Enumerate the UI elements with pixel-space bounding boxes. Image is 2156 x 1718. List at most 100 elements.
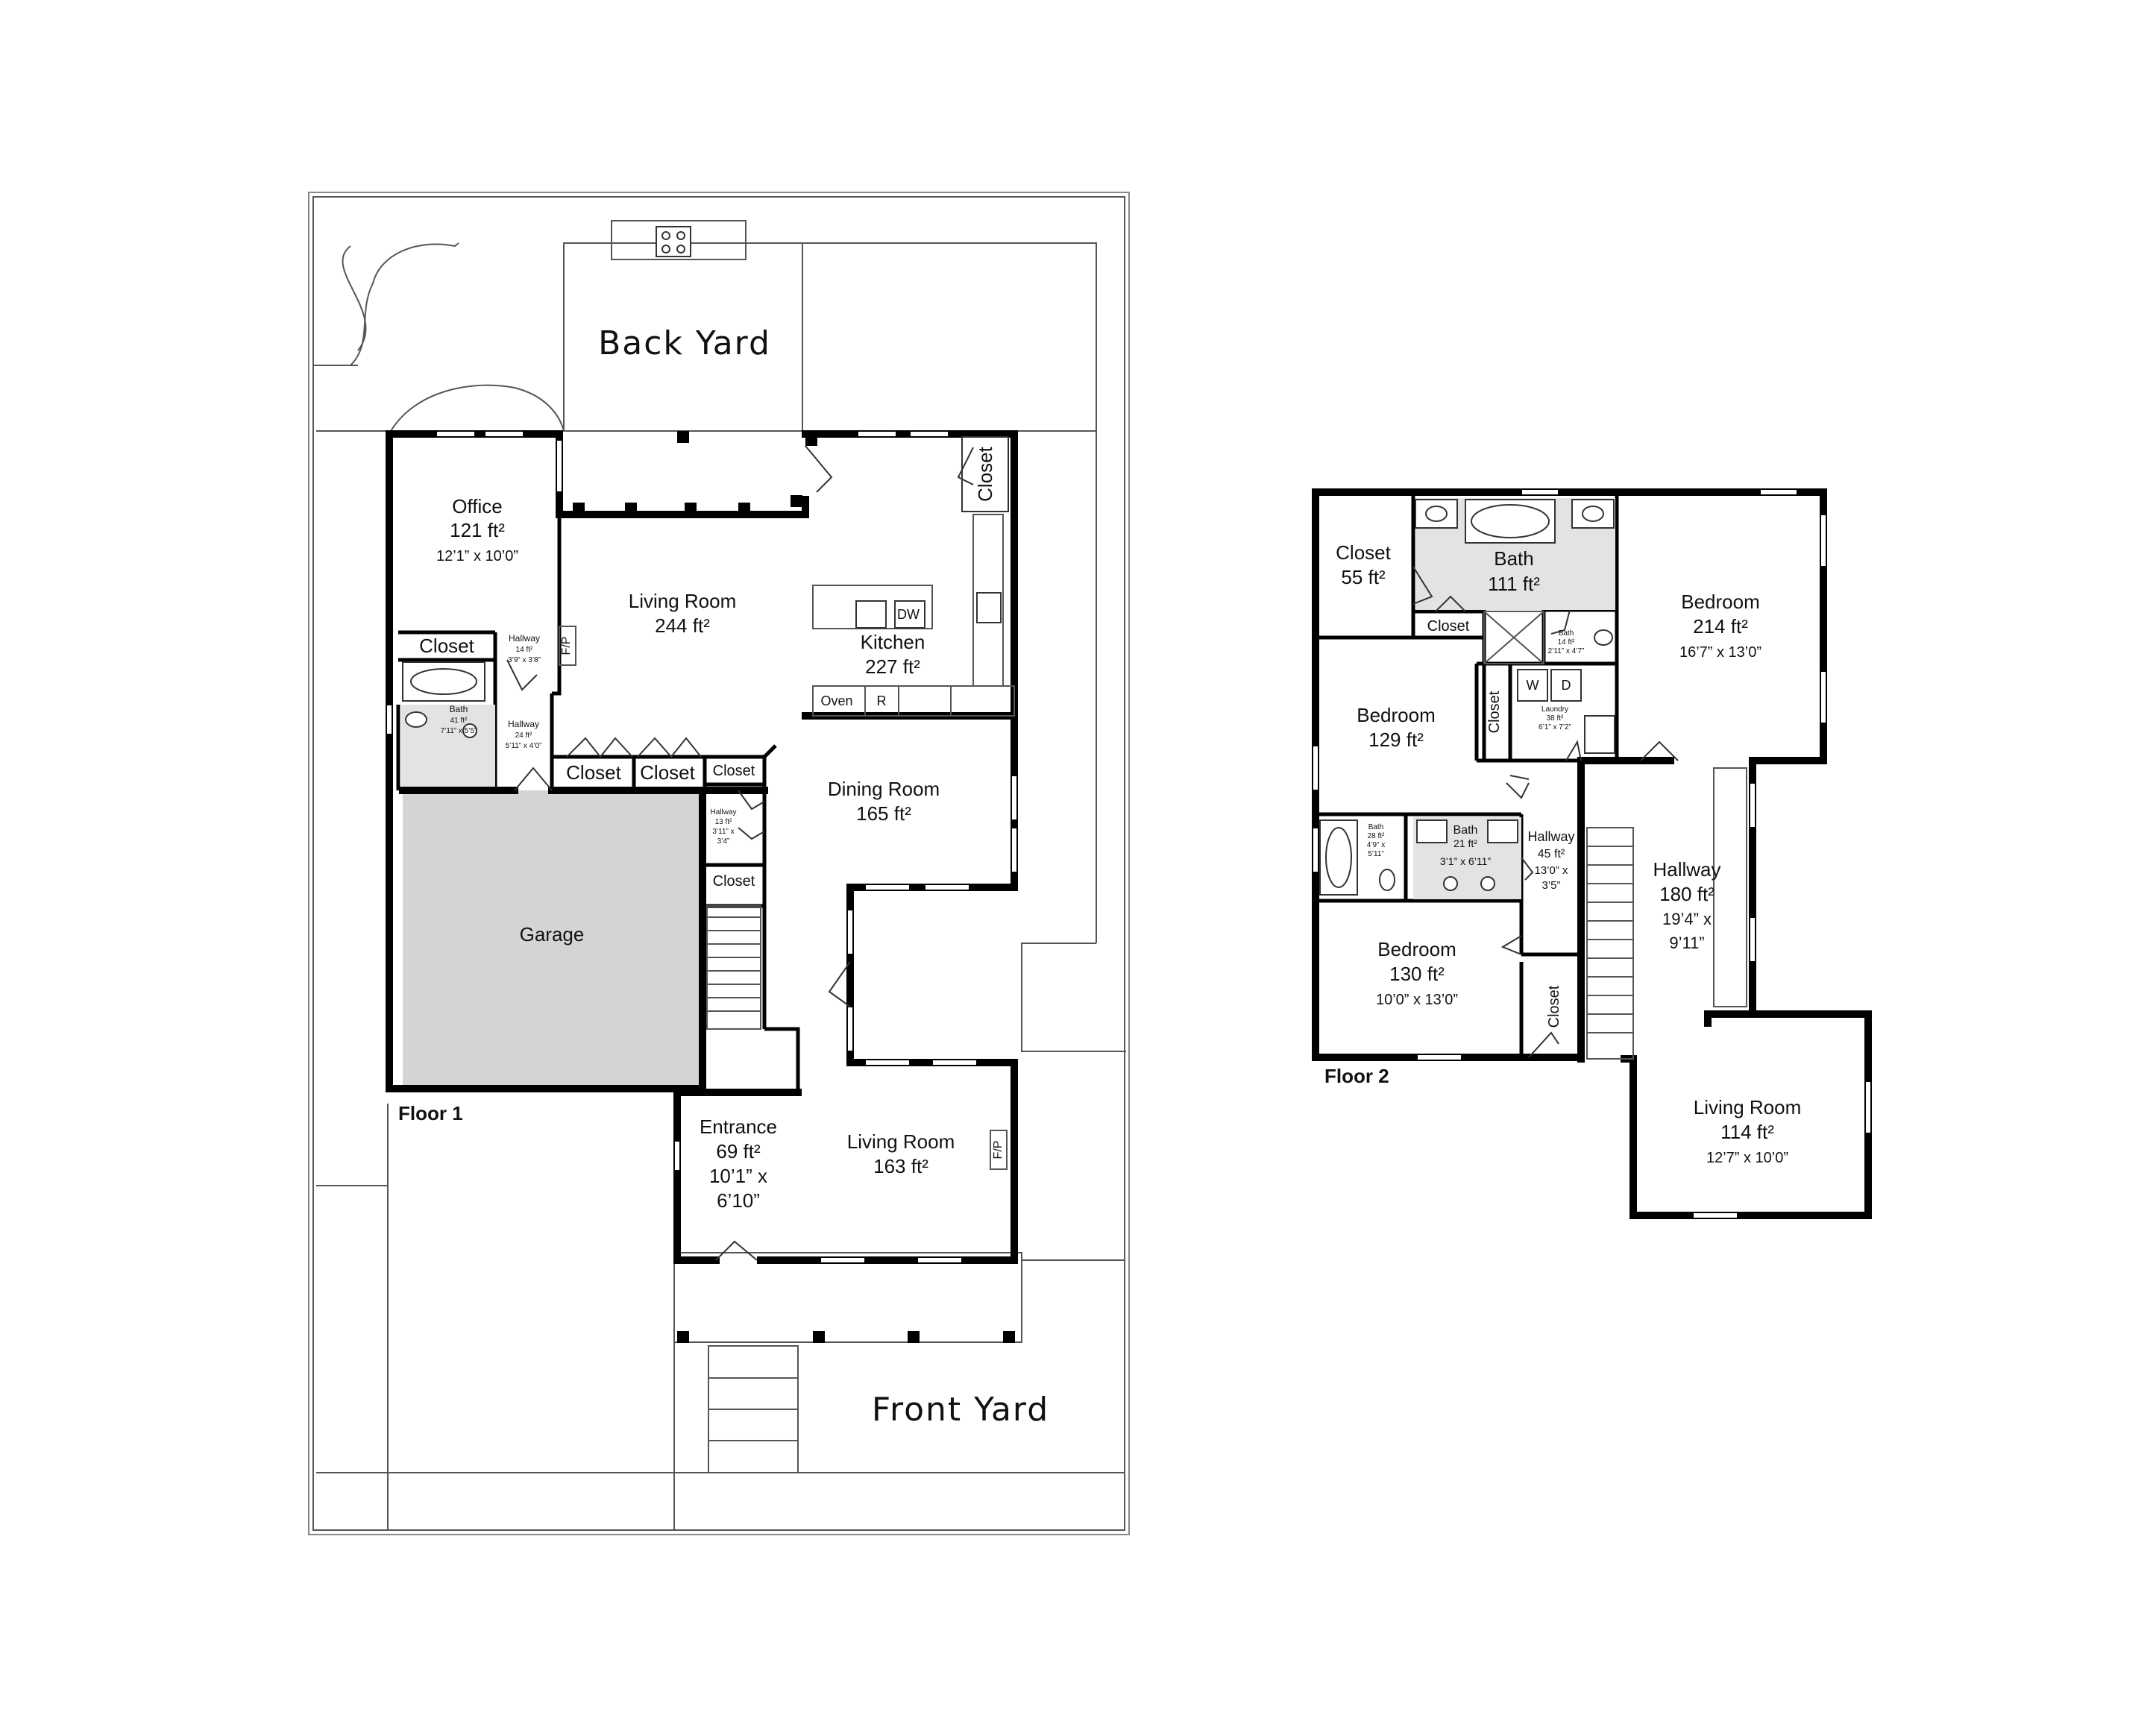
entrance-dim1: 10’1” x (709, 1165, 767, 1187)
hallway-c-area: 13 ft² (715, 818, 732, 826)
washer-label: W (1527, 678, 1539, 693)
hallway-a-name: Hallway (509, 633, 540, 644)
room-kitchen: Kitchen 227 ft² DW Oven R (820, 607, 925, 708)
closet-b-label: Closet (640, 761, 695, 784)
room-living-2: Living Room 114 ft² 12’7” x 10’0” (1694, 1096, 1802, 1166)
room-living-front: Living Room 163 ft² (847, 1130, 955, 1177)
office-dim: 12’1” x 10’0” (436, 548, 518, 564)
dining-name: Dining Room (828, 778, 940, 800)
bath-master-area: 111 ft² (1488, 573, 1540, 595)
closet-low-label: Closet (1546, 985, 1562, 1028)
garage-floor (403, 790, 703, 1087)
floor2-windows (1312, 488, 1872, 1219)
room-hallway-c: Hallway 13 ft² 3’11” x 3’4” (710, 808, 736, 846)
room-bedroom-3: Bedroom 130 ft² 10’0” x 13’0” (1376, 938, 1458, 1008)
bedroom-master-dim: 16’7” x 13’0” (1679, 644, 1761, 661)
back-yard-label: Back Yard (598, 324, 771, 362)
bath-a-name: Bath (1368, 823, 1384, 831)
hallway-c-name: Hallway (710, 808, 736, 816)
room-closet-master: Closet 55 ft² (1336, 541, 1391, 588)
room-bath-small: Bath 14 ft² 2’11” x 4’7” (1548, 629, 1585, 655)
room-bath-master: Bath 111 ft² (1488, 547, 1540, 595)
floor1-windows (386, 430, 1018, 1264)
bedroom-master-area: 214 ft² (1693, 615, 1748, 638)
room-laundry: W D Laundry 38 ft² 6’1” x 7’2” (1527, 678, 1571, 731)
bath1-fixtures (401, 661, 495, 787)
bath-b-name: Bath (1453, 824, 1478, 837)
hallway-small-area: 45 ft² (1538, 848, 1565, 860)
front-yard-label: Front Yard (872, 1391, 1049, 1429)
fireplace-1-label: F/P (560, 637, 573, 655)
bedroom-3-dim: 10’0” x 13’0” (1376, 992, 1458, 1008)
fridge-label: R (877, 693, 887, 708)
bath-1-area: 41 ft² (450, 717, 468, 725)
hallway-small-dim1: 13’0” x (1534, 864, 1568, 877)
hallway-small-dim2: 3’5” (1541, 879, 1560, 892)
bath-master-name: Bath (1494, 547, 1534, 570)
laundry-dim: 6’1” x 7’2” (1539, 723, 1571, 731)
bath-a-dim2: 5’11” (1368, 850, 1384, 858)
hallway-c-dim1: 3’11” x (712, 828, 734, 836)
floor2-stairs (1586, 767, 1747, 1060)
floor1-label: Floor 1 (398, 1102, 463, 1124)
dining-area: 165 ft² (856, 802, 911, 825)
hallway-b-name: Hallway (508, 719, 539, 729)
hallway-big-area: 180 ft² (1659, 883, 1715, 905)
closet-bath-label: Closet (1427, 618, 1470, 635)
fireplace-2-label: F/P (992, 1141, 1005, 1160)
closet-kitchen-label: Closet (974, 446, 996, 501)
hallway-small-name: Hallway (1527, 829, 1574, 844)
garage-name: Garage (520, 923, 585, 945)
room-entrance: Entrance 69 ft² 10’1” x 6’10” (700, 1116, 777, 1212)
hallway-a-dim: 3’9” x 3’8” (508, 656, 541, 664)
closet-c-label: Closet (713, 763, 755, 779)
office-name: Office (452, 495, 502, 517)
room-hallway-big: Hallway 180 ft² 19’4” x 9’11” (1653, 858, 1720, 952)
kitchen-name: Kitchen (861, 631, 925, 653)
room-bath-a: Bath 28 ft² 4’9” x 5’11” (1367, 823, 1385, 858)
room-office: Office 121 ft² 12’1” x 10’0” (436, 495, 518, 564)
room-bedroom-master: Bedroom 214 ft² 16’7” x 13’0” (1679, 591, 1761, 661)
bath-a-area: 28 ft² (1368, 832, 1385, 840)
bath-1-name: Bath (450, 704, 468, 714)
closet-mid-label: Closet (1486, 690, 1503, 733)
floor2-doors (1412, 566, 1679, 1058)
bedroom-2-name: Bedroom (1357, 704, 1436, 726)
bedroom-3-area: 130 ft² (1389, 963, 1445, 985)
bedroom-3-name: Bedroom (1377, 938, 1456, 960)
bath-small-name: Bath (1559, 629, 1574, 638)
room-hallway-b: Hallway 24 ft² 5’11” x 4’0” (506, 719, 542, 750)
room-dining: Dining Room 165 ft² (828, 778, 940, 825)
entrance-name: Entrance (700, 1116, 777, 1138)
hallway-big-dim1: 19’4” x (1662, 910, 1712, 928)
room-living-back: Living Room 244 ft² (629, 590, 737, 637)
closet-d-label: Closet (713, 873, 755, 890)
floor2-fixtures (1319, 499, 1615, 899)
hallway-a-area: 14 ft² (516, 646, 533, 654)
bath-small-dim: 2’11” x 4’7” (1548, 647, 1585, 655)
bath-a-dim1: 4’9” x (1367, 841, 1385, 849)
room-bedroom-2: Bedroom 129 ft² (1357, 704, 1436, 751)
dishwasher-label: DW (897, 607, 920, 622)
hallway-c-dim2: 3’4” (717, 837, 730, 846)
oven-label: Oven (820, 693, 852, 708)
hallway-big-name: Hallway (1653, 858, 1720, 881)
living-2-area: 114 ft² (1720, 1121, 1774, 1143)
dryer-label: D (1562, 678, 1571, 693)
living-back-area: 244 ft² (655, 614, 710, 637)
room-hallway-a: Hallway 14 ft² 3’9” x 3’8” (508, 633, 541, 664)
hallway-b-dim: 5’11” x 4’0” (506, 742, 542, 750)
closet-master-area: 55 ft² (1341, 566, 1386, 588)
bedroom-master-name: Bedroom (1681, 591, 1760, 613)
hallway-b-area: 24 ft² (515, 731, 532, 740)
floor1-walls (386, 430, 1018, 1264)
hallway-big-dim2: 9’11” (1669, 934, 1704, 952)
office-area: 121 ft² (450, 519, 505, 541)
laundry-name: Laundry (1541, 705, 1568, 714)
bath-b-dim: 3’1” x 6’11” (1440, 855, 1492, 867)
room-hallway-small: Hallway 45 ft² 13’0” x 3’5” (1527, 829, 1574, 892)
entrance-area: 69 ft² (716, 1140, 761, 1162)
closet-office-label: Closet (419, 635, 474, 657)
floor1-stairs (706, 905, 761, 1030)
